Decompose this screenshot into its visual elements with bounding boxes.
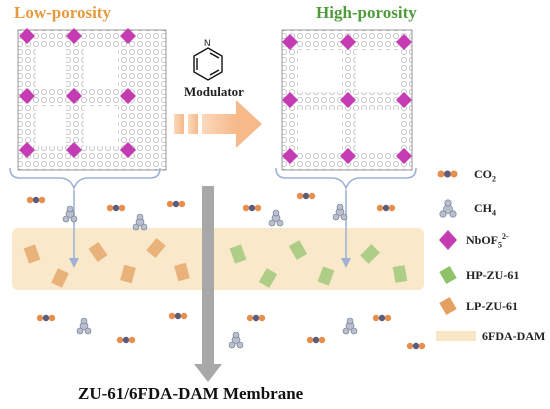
lp-crystal-icon bbox=[439, 296, 457, 316]
hp-crystals bbox=[229, 240, 408, 288]
legend-matrix: 6FDA-DAM bbox=[482, 329, 546, 343]
modulator-arrow bbox=[174, 100, 262, 148]
matrix-legend-swatch bbox=[436, 331, 476, 341]
legend-hp: HP-ZU-61 bbox=[466, 268, 520, 282]
nbof-icon bbox=[439, 230, 457, 250]
svg-text:N: N bbox=[204, 38, 211, 48]
legend-nbof: NbOF52- bbox=[466, 232, 509, 250]
high-porosity-framework bbox=[281, 29, 413, 171]
high-porosity-title: High-porosity bbox=[316, 3, 417, 22]
co2-icon bbox=[437, 170, 458, 178]
legend-ch4: CH4 bbox=[474, 201, 496, 218]
pyridine-icon bbox=[193, 47, 223, 81]
ch4-icon bbox=[439, 199, 457, 218]
ch4-molecules-scatter bbox=[62, 203, 358, 349]
legend-co2: CO2 bbox=[474, 167, 496, 184]
low-porosity-framework bbox=[17, 28, 167, 171]
co2-molecules-scatter bbox=[26, 192, 426, 350]
low-porosity-title: Low-porosity bbox=[14, 3, 111, 22]
modulator-label: Modulator bbox=[184, 84, 244, 99]
hp-crystal-icon bbox=[439, 265, 457, 285]
gray-arrowhead bbox=[194, 364, 222, 382]
low-bracket bbox=[9, 167, 161, 191]
legend-lp: LP-ZU-61 bbox=[466, 299, 518, 313]
gray-shaft bbox=[202, 186, 214, 364]
membrane-caption: ZU-61/6FDA-DAM Membrane bbox=[78, 384, 304, 403]
high-bracket bbox=[275, 167, 417, 191]
lp-crystals bbox=[23, 238, 190, 288]
